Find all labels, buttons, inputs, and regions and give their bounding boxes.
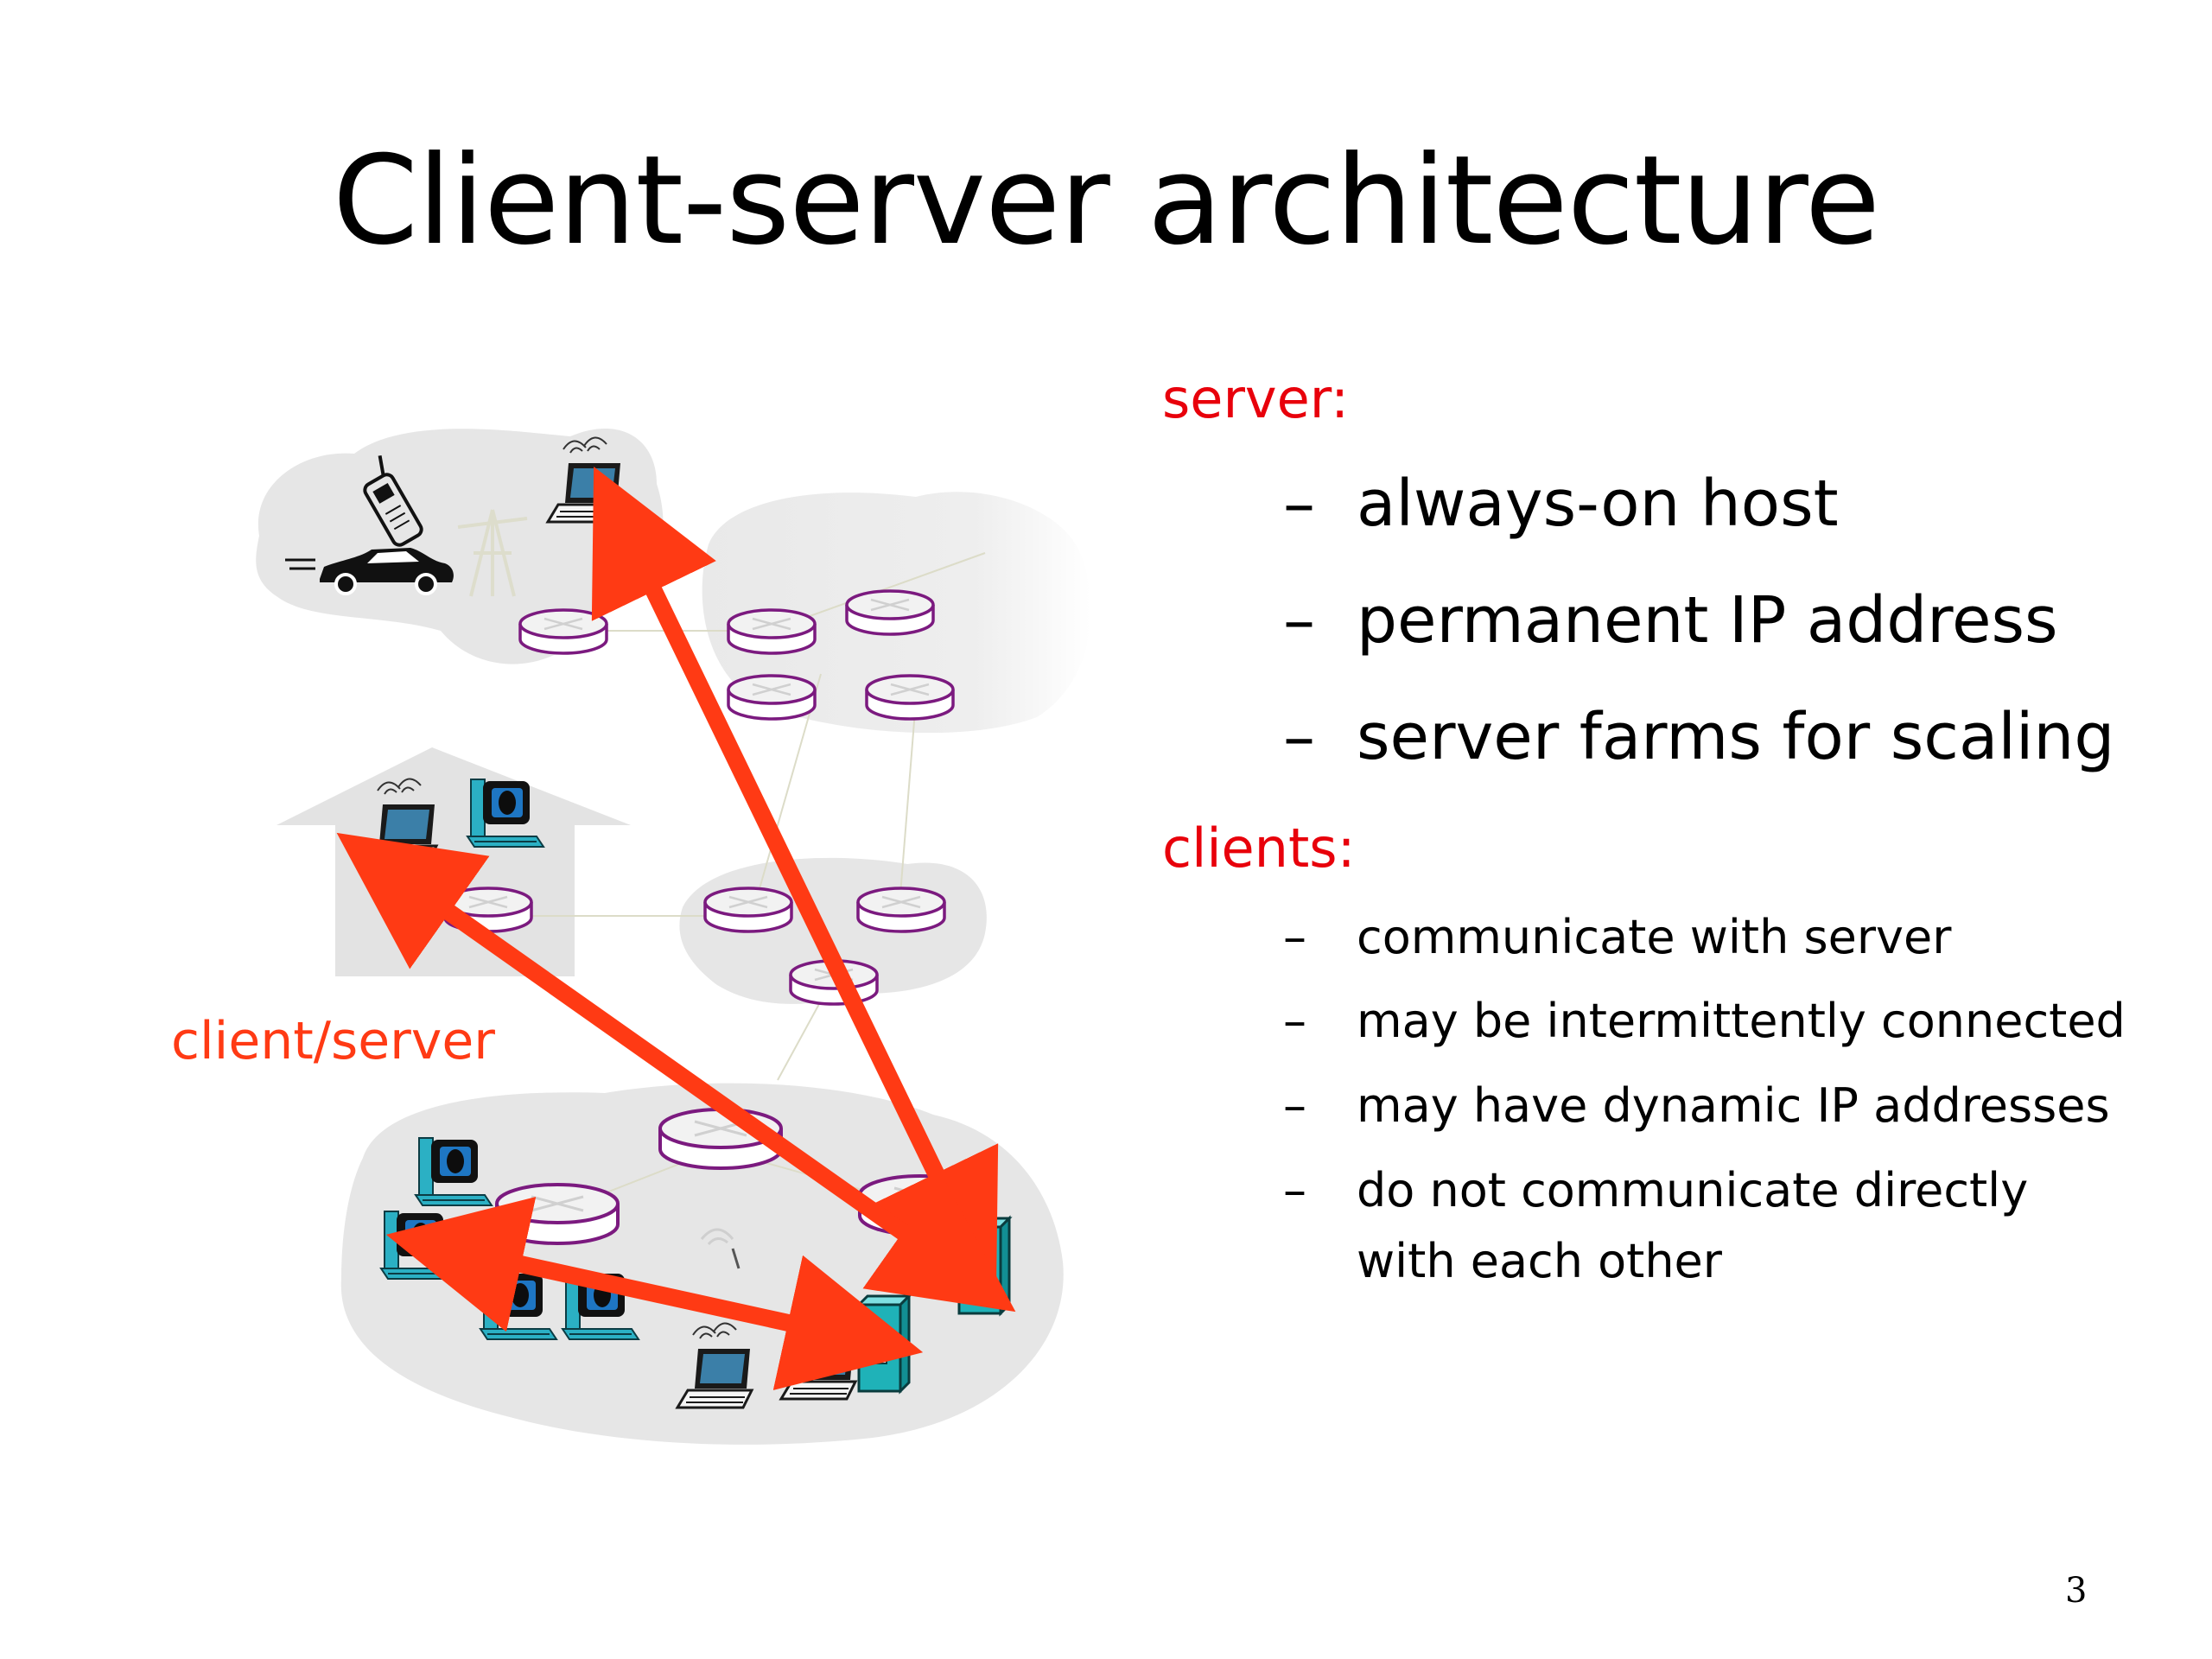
home-network-house xyxy=(276,747,631,976)
router-icon xyxy=(865,674,955,721)
router-icon xyxy=(518,608,608,655)
bullet-dash: – xyxy=(1283,1078,1306,1133)
router-icon xyxy=(495,1183,620,1245)
server-item-text: server farms for scaling xyxy=(1357,700,2115,774)
bullet-dash: – xyxy=(1283,467,1315,541)
router-icon xyxy=(727,608,817,655)
clients-label: clients: xyxy=(1162,817,1356,880)
bullet-dash: – xyxy=(1283,994,1306,1048)
client-item-text: with each other xyxy=(1357,1234,1722,1288)
cell-phone-icon xyxy=(363,454,423,547)
bullet-dash: – xyxy=(1283,1163,1306,1217)
router-icon xyxy=(856,887,946,933)
bullet-dash: – xyxy=(1283,583,1315,658)
server-item-text: permanent IP address xyxy=(1357,583,2058,658)
page-number: 3 xyxy=(2065,1571,2088,1611)
client-item-text: may have dynamic IP addresses xyxy=(1357,1078,2110,1133)
server-item-text: always-on host xyxy=(1357,467,1839,541)
diagram-caption: client/server xyxy=(171,1011,495,1071)
bullet-dash: – xyxy=(1283,700,1315,774)
client-item-text: communicate with server xyxy=(1357,910,1952,964)
mobile-network-cloud xyxy=(256,429,664,664)
car-icon xyxy=(285,548,454,595)
client-item-text: do not communicate directly xyxy=(1357,1163,2029,1217)
server-label: server: xyxy=(1162,367,1350,430)
antenna-tower-icon xyxy=(457,509,528,597)
router-icon xyxy=(703,887,793,933)
router-icon xyxy=(845,589,935,636)
router-icon xyxy=(727,674,817,721)
bullet-dash: – xyxy=(1283,910,1306,964)
client-item-text: may be intermittently connected xyxy=(1357,994,2126,1048)
arrow-server-to-desktop xyxy=(385,1196,924,1391)
slide-title: Client-server architecture xyxy=(332,130,1880,272)
server-icon xyxy=(857,1294,911,1393)
